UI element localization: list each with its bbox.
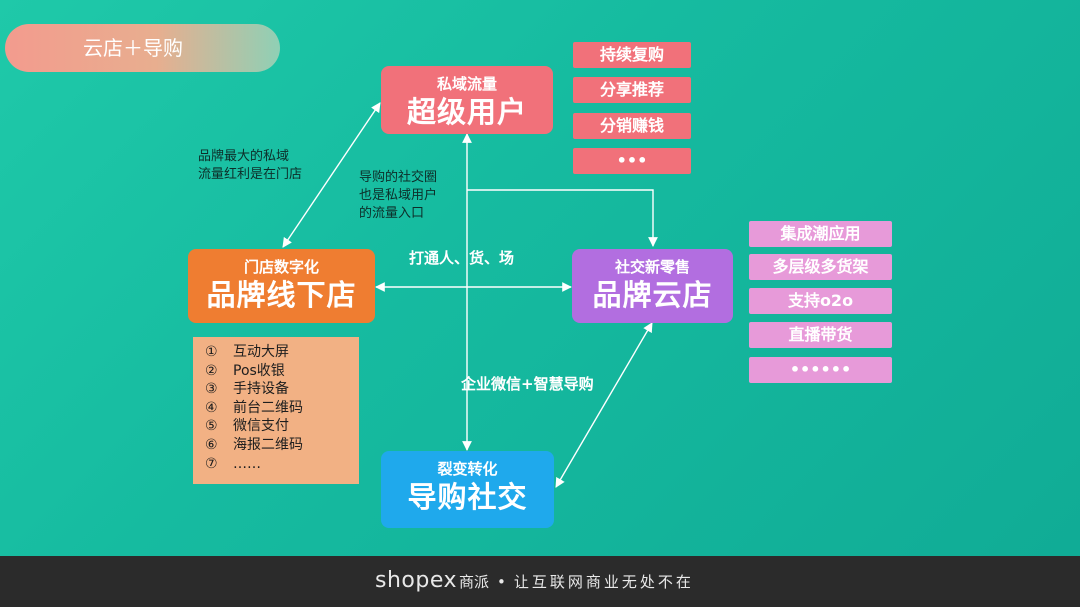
node-guide-social-main: 导购社交 [407,480,528,514]
label-wechat-guide: 企业微信+智慧导购 [461,375,594,393]
node-cloud-store-main: 品牌云店 [592,278,713,312]
arrow-guide-to-cloud [555,322,653,488]
list-item: ⑦…… [205,455,261,472]
pink-tag-apps: 集成潮应用 [749,221,892,247]
pink-tag-o2o: 支持o2o [749,288,892,314]
shopex-logo-cn: 商派 [459,573,490,591]
note-line: 品牌最大的私域 [198,149,290,164]
node-super-user-sub: 私域流量 [436,75,497,93]
red-tag-distribution: 分销赚钱 [573,113,691,139]
node-offline-store-main: 品牌线下店 [206,278,357,312]
label-connect: 打通人、货、场 [409,249,515,267]
node-cloud-store-sub: 社交新零售 [614,258,690,276]
red-tag-repurchase: 持续复购 [573,42,691,68]
node-super-user: 私域流量 超级用户 [381,66,553,134]
note-line: 流量红利是在门店 [198,167,303,182]
node-guide-social-sub: 裂变转化 [437,460,498,478]
footer-separator: • [497,573,506,591]
node-cloud-store: 社交新零售 品牌云店 [572,249,733,323]
node-super-user-main: 超级用户 [406,95,527,129]
node-offline-store: 门店数字化 品牌线下店 [188,249,375,323]
node-guide-social: 裂变转化 导购社交 [381,451,554,528]
note-line: 也是私域用户 [359,188,438,203]
note-line: 的流量入口 [359,206,425,221]
pink-tag-live: 直播带货 [749,322,892,348]
node-offline-store-sub: 门店数字化 [243,258,319,276]
pink-tag-more: •••••• [749,357,892,383]
note-brand-private: 品牌最大的私域 流量红利是在门店 [198,148,302,184]
page-title: 云店＋导购 [5,24,280,72]
red-tag-share: 分享推荐 [573,77,691,103]
note-guide-circle: 导购的社交圈 也是私域用户 的流量入口 [359,169,437,223]
pink-tag-shelves: 多层级多货架 [749,254,892,280]
red-tag-more: ••• [573,148,691,174]
note-line: 导购的社交圈 [359,170,438,185]
shopex-logo: shopex [375,568,457,593]
arrow-offline-to-super [282,102,381,248]
footer-slogan: 让互联网商业无处不在 [513,573,694,591]
arrow-to-cloud-store [467,189,658,247]
